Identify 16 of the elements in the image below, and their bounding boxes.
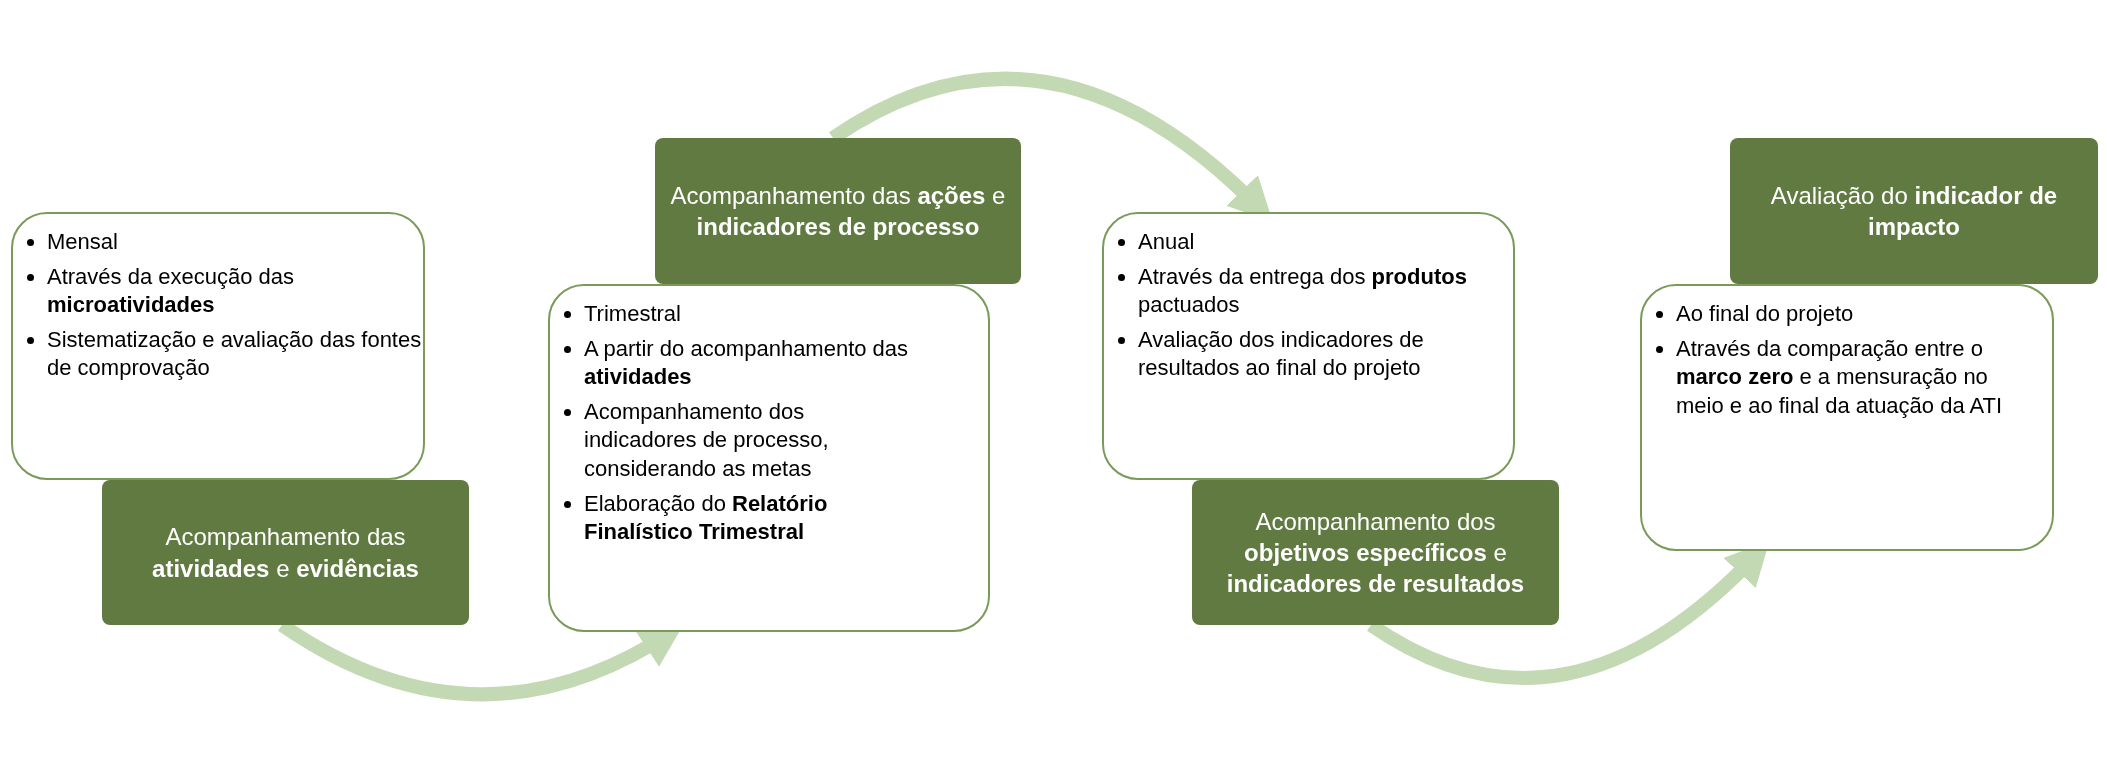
bullet-text: Mensal	[47, 228, 118, 256]
bullet-text: Através da entrega dos produtos pactuados	[1138, 262, 1468, 320]
bullet-text: Através da comparação entre o marco zero e a mensuração no meio e ao final da atuação da ATI	[1676, 334, 2004, 420]
bullet-text: Acompanhamento dos indicadores de processo, considerando as metas	[584, 397, 830, 483]
process-header: Avaliação do indicador de impacto	[1730, 138, 2098, 284]
bullet-text: Avaliação dos indicadores de resultados ao final do projeto	[1138, 325, 1425, 383]
bullet-text: Através da execução das microatividades	[47, 262, 296, 320]
bullet-text: Trimestral	[584, 300, 681, 328]
bullet-text: Elaboração do Relatório Finalístico Trimestral	[584, 489, 829, 547]
bullet-text: Ao final do projeto	[1676, 300, 1854, 328]
process-header: Acompanhamento das atividades e evidências	[102, 480, 469, 625]
bullet-text: A partir do acompanhamento das atividades	[584, 334, 909, 392]
bullet-text: Anual	[1138, 228, 1195, 256]
process-header: Acompanhamento das ações e indicadores de processo	[655, 138, 1021, 284]
bullet-text: Sistematização e avaliação das fontes de comprovação	[47, 325, 423, 383]
process-header: Acompanhamento dos objetivos específicos e indicadores de resultados	[1192, 480, 1559, 625]
